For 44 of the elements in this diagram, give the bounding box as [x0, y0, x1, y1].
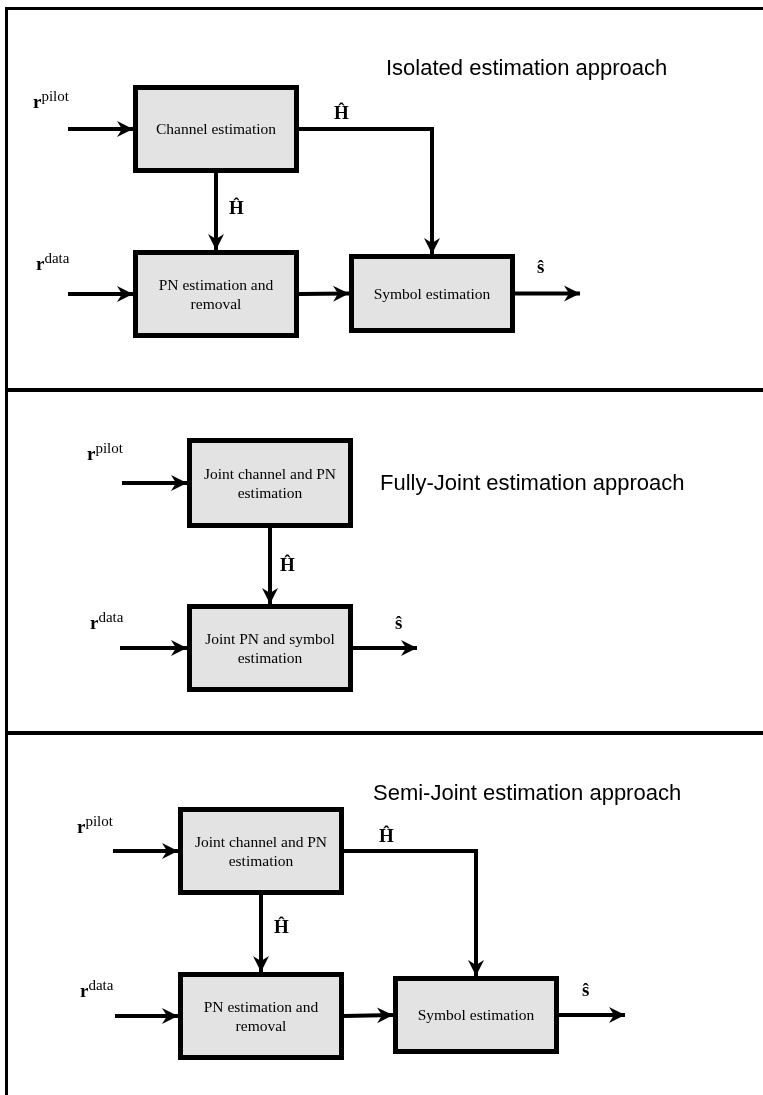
arrow	[344, 849, 484, 976]
arrow	[113, 843, 178, 859]
arrow	[68, 286, 133, 302]
process-box: PN estimation and removal	[178, 972, 344, 1060]
panel-heading: Semi-Joint estimation approach	[373, 780, 682, 807]
arrow	[120, 640, 187, 656]
arrow	[299, 127, 440, 254]
process-box: Joint channel and PN estimation	[178, 807, 344, 895]
edge-label: r$^{data}$	[80, 981, 114, 1000]
arrow	[353, 640, 417, 656]
arrow	[208, 173, 224, 250]
edge-label: r$^{data}$	[90, 613, 124, 632]
panel	[5, 7, 763, 391]
edge-label: r$^{pilot}$	[87, 444, 123, 463]
process-box: Symbol estimation	[393, 976, 559, 1054]
edge-label: r$^{data}$	[36, 254, 70, 273]
panel	[5, 732, 763, 1095]
edge-label: Ĥ	[379, 826, 394, 845]
edge-label: ŝ	[537, 256, 545, 276]
arrow	[343, 1007, 394, 1024]
arrow	[68, 121, 133, 137]
arrow	[115, 1008, 178, 1024]
arrow	[559, 1007, 625, 1023]
edge-label: r$^{pilot}$	[77, 817, 113, 836]
arrow	[515, 285, 580, 302]
arrow	[253, 895, 269, 972]
panel	[5, 389, 763, 734]
process-box: Joint PN and symbol estimation	[187, 604, 353, 692]
edge-label: ŝ	[582, 980, 590, 999]
arrow	[262, 528, 278, 604]
arrow	[122, 475, 187, 491]
panel-heading: Fully-Joint estimation approach	[380, 470, 685, 497]
panel-heading: Isolated estimation approach	[386, 55, 668, 82]
edge-label: Ĥ	[280, 555, 295, 574]
edge-label: ŝ	[395, 613, 403, 632]
process-box: Joint channel and PN estimation	[187, 438, 353, 528]
arrow	[298, 285, 350, 302]
edge-label: Ĥ	[334, 103, 349, 122]
edge-label: Ĥ	[274, 917, 289, 936]
edge-label: Ĥ	[229, 198, 244, 217]
process-box: Symbol estimation	[349, 254, 515, 333]
process-box: PN estimation and removal	[133, 250, 299, 338]
edge-label: r$^{pilot}$	[33, 92, 69, 111]
process-box: Channel estimation	[133, 85, 299, 173]
